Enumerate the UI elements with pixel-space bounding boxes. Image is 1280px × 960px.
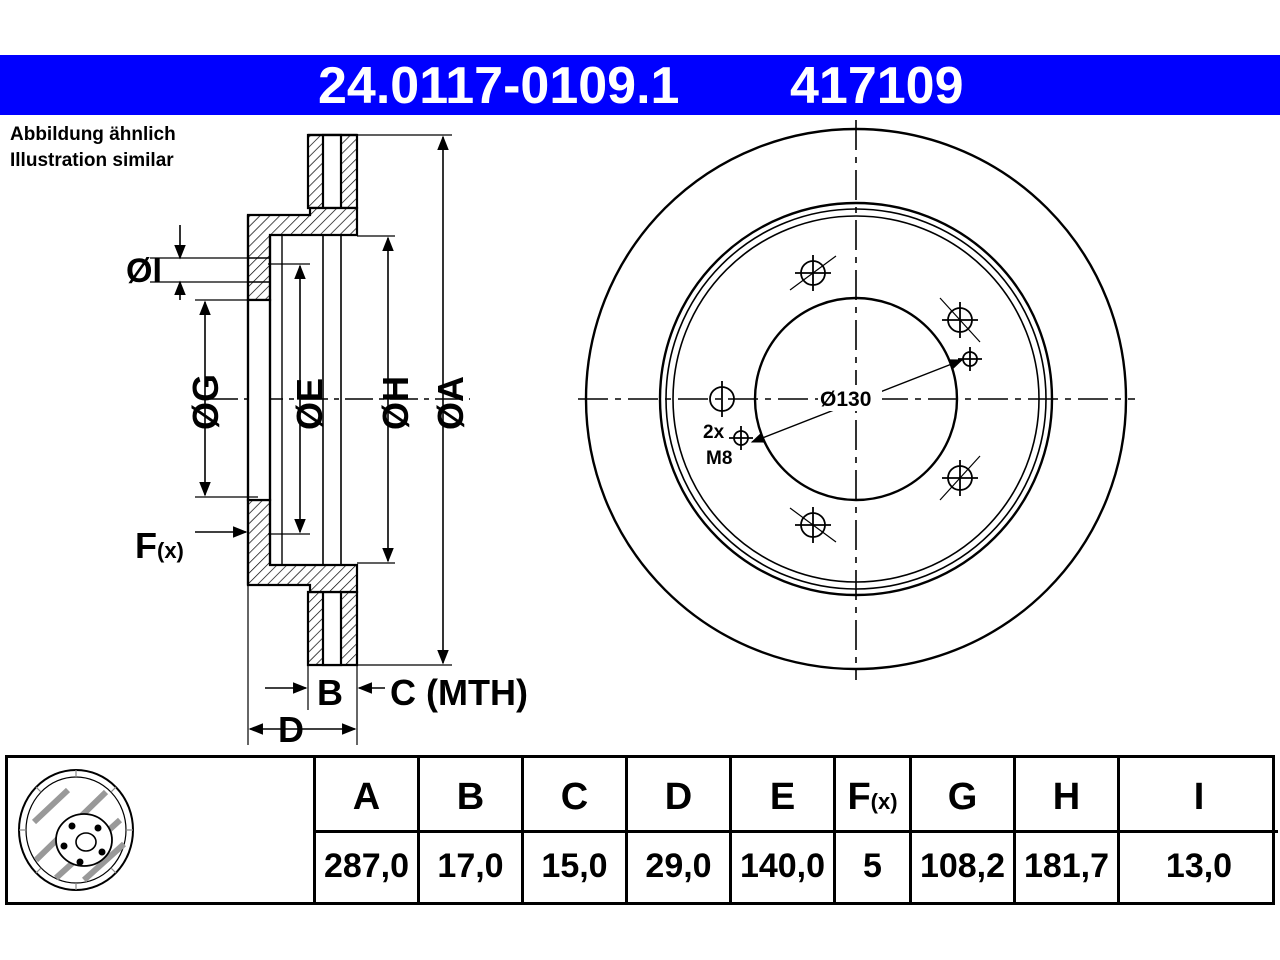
label-oa: ØA — [430, 376, 471, 430]
header-label: I — [1193, 776, 1205, 818]
header-d: D — [628, 758, 729, 833]
header-label: G — [947, 776, 978, 818]
bolt-hole-5 — [709, 381, 735, 417]
spec-table: A 287,0 B 17,0 C 15,0 D 29,0 E 140,0 F(x) 5 G 108,2 H 1… — [5, 755, 1278, 905]
column-h: H 181,7 — [1016, 758, 1120, 902]
header-c: C — [524, 758, 625, 833]
header-h: H — [1016, 758, 1117, 833]
column-d: D 29,0 — [628, 758, 732, 902]
brake-disc-icon — [18, 769, 134, 891]
friction-inner-edge — [658, 201, 1054, 597]
header-label: E — [769, 776, 796, 818]
header-f: F(x) — [836, 758, 909, 833]
value-d: 29,0 — [645, 847, 712, 885]
header-g: G — [912, 758, 1013, 833]
label-oe: ØE — [289, 378, 330, 430]
note-line-de: Abbildung ähnlich — [10, 124, 176, 145]
header-sub: (x) — [870, 789, 898, 814]
label-thread-size: M8 — [706, 448, 732, 469]
bolt-hole-4 — [789, 507, 837, 543]
column-a: A 287,0 — [316, 758, 420, 902]
bolt-hole-1 — [789, 255, 837, 291]
value-g: 108,2 — [919, 847, 1006, 885]
header-e: E — [732, 758, 833, 833]
label-d: D — [278, 709, 304, 750]
header-label: A — [352, 776, 381, 818]
header-b: B — [420, 758, 521, 833]
header-label: B — [456, 776, 485, 818]
header-bar: 24.0117-0109.1 417109 — [0, 55, 1280, 115]
header-label: D — [664, 776, 693, 818]
label-oi: ØI — [126, 252, 162, 290]
column-i: I 13,0 — [1120, 758, 1278, 902]
value-e: 140,0 — [739, 847, 826, 885]
disc-outer-edge — [584, 127, 1128, 671]
technical-drawing: ØI ØG ØE ØH ØA F(x) B C (MTH) D — [126, 120, 1135, 750]
label-b: B — [317, 672, 343, 713]
value-i: 13,0 — [1165, 847, 1233, 885]
column-b: B 17,0 — [420, 758, 524, 902]
bolt-holes — [709, 255, 982, 543]
header-label: C — [560, 776, 589, 818]
note-line-en: Illustration similar — [10, 150, 174, 171]
value-c: 15,0 — [541, 847, 608, 885]
value-h: 181,7 — [1023, 847, 1110, 885]
part-number: 24.0117-0109.1 — [318, 57, 680, 115]
label-f: F(x) — [135, 525, 184, 566]
value-a: 287,0 — [323, 847, 410, 885]
header-a: A — [316, 758, 417, 833]
label-pcd: Ø130 — [820, 388, 871, 411]
header-i: I — [1120, 758, 1278, 833]
illustration-note: Abbildung ähnlich Illustration similar — [10, 122, 176, 174]
header-label: H — [1052, 776, 1081, 818]
column-f: F(x) 5 — [836, 758, 912, 902]
side-section-view — [150, 133, 470, 745]
value-f: 5 — [863, 847, 882, 885]
header-label: F — [847, 776, 871, 818]
bolt-hole-3 — [939, 455, 981, 501]
column-e: E 140,0 — [732, 758, 836, 902]
bolt-hole-2 — [939, 297, 981, 343]
value-b: 17,0 — [437, 847, 504, 885]
label-og: ØG — [185, 374, 226, 430]
label-thread-count: 2x — [703, 422, 725, 443]
label-oh: ØH — [375, 376, 416, 430]
thumbnail-cell — [8, 758, 316, 902]
column-g: G 108,2 — [912, 758, 1016, 902]
label-c: C (MTH) — [390, 672, 528, 713]
thread-hole-1 — [958, 347, 982, 371]
article-number: 417109 — [790, 57, 964, 115]
thread-hole-2 — [729, 426, 753, 450]
column-c: C 15,0 — [524, 758, 628, 902]
